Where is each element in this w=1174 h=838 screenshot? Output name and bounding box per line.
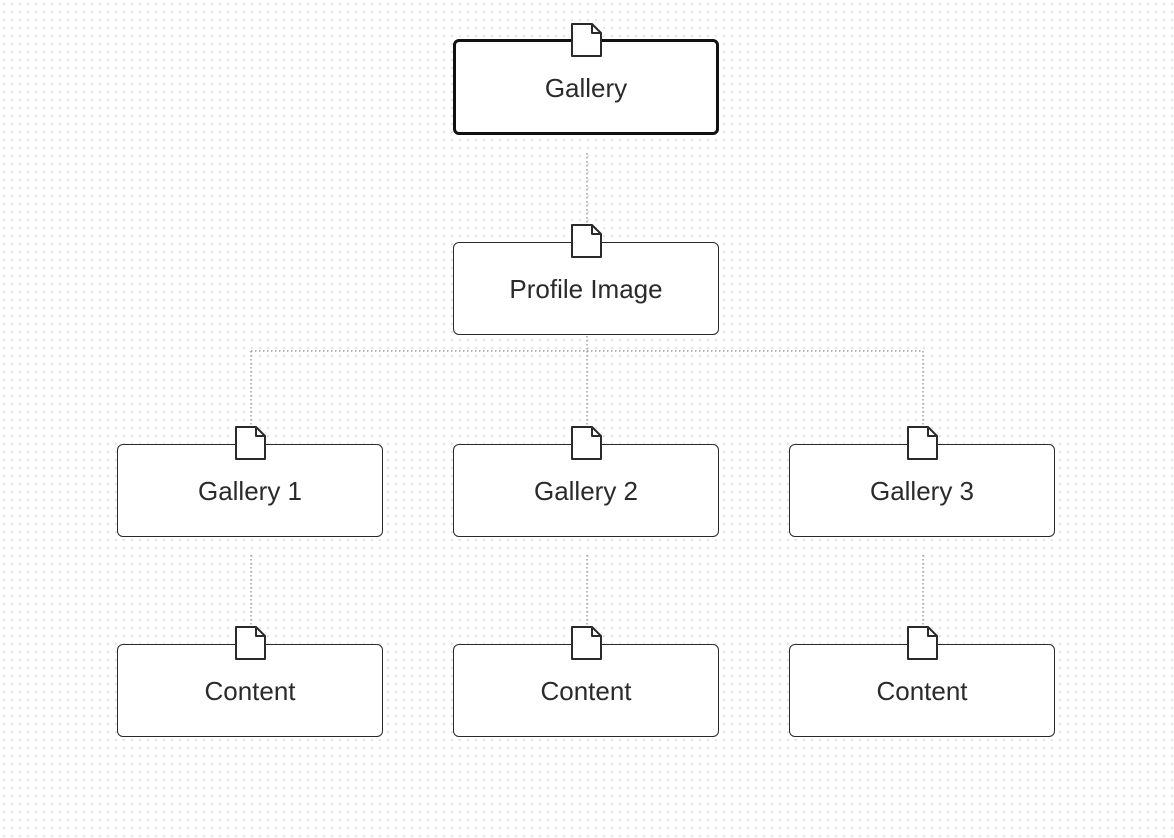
- node-gallery-1[interactable]: Gallery 1: [117, 426, 383, 537]
- node-gallery-2[interactable]: Gallery 2: [453, 426, 719, 537]
- page-icon: [235, 426, 266, 460]
- page-icon: [571, 224, 602, 258]
- node-label: Gallery 1: [197, 476, 303, 506]
- node-label: Gallery: [544, 72, 628, 103]
- node-content-3[interactable]: Content: [789, 626, 1055, 737]
- page-icon: [907, 426, 938, 460]
- node-label: Content: [876, 676, 968, 706]
- node-label: Content: [540, 676, 632, 706]
- node-label: Gallery 2: [533, 476, 639, 506]
- node-label: Gallery 3: [869, 476, 975, 506]
- page-icon: [571, 626, 602, 660]
- node-label: Content: [204, 676, 296, 706]
- page-icon: [571, 23, 602, 57]
- node-gallery[interactable]: Gallery: [453, 23, 719, 135]
- node-gallery-3[interactable]: Gallery 3: [789, 426, 1055, 537]
- page-icon: [571, 426, 602, 460]
- page-icon: [907, 626, 938, 660]
- page-icon: [235, 626, 266, 660]
- node-content-1[interactable]: Content: [117, 626, 383, 737]
- node-content-2[interactable]: Content: [453, 626, 719, 737]
- node-profile-image[interactable]: Profile Image: [453, 224, 719, 335]
- node-label: Profile Image: [509, 274, 663, 304]
